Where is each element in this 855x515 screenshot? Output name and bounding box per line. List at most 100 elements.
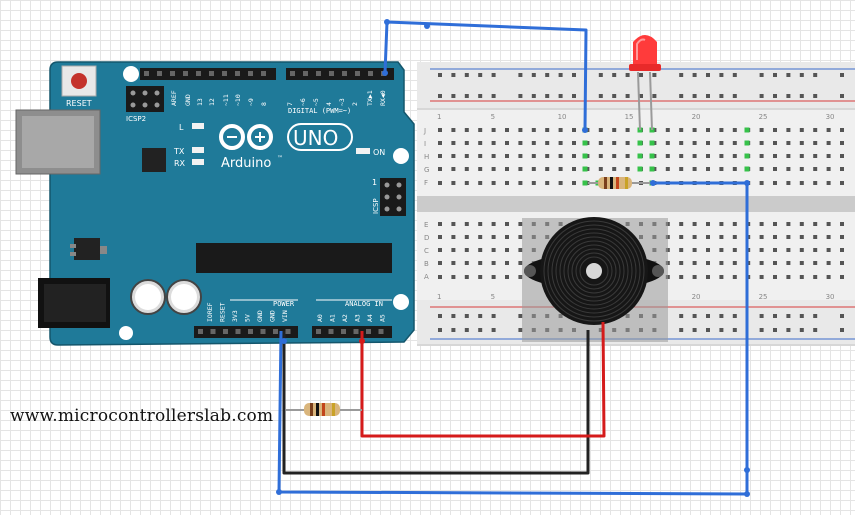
led-tx-label: TX (173, 147, 185, 156)
pin-label: ~6 (299, 98, 307, 106)
column-number: 15 (625, 113, 634, 121)
led-rx (192, 159, 204, 165)
pin-label: 5V (244, 314, 252, 322)
connected-hole (582, 180, 588, 186)
pin-label: 12 (208, 98, 216, 106)
on-label: ON (373, 148, 385, 157)
pin-label: IOREF (206, 302, 214, 322)
power-jack (38, 278, 110, 328)
uno-label: UNO (293, 126, 338, 150)
pin-label: 3V3 (231, 310, 239, 322)
connected-hole (744, 140, 750, 146)
icsp-header (380, 178, 406, 216)
power-label: POWER (273, 300, 295, 308)
connected-hole (649, 140, 655, 146)
analog-label: ANALOG IN (345, 300, 383, 308)
pin-label: 7 (286, 102, 294, 106)
usb-chip (142, 148, 166, 172)
column-number: 30 (826, 293, 835, 301)
pin-label: ~3 (338, 98, 346, 106)
row-label: E (424, 221, 428, 229)
trademark-label: ™ (277, 155, 283, 162)
connected-hole (582, 153, 588, 159)
red-led (629, 35, 661, 131)
wire-digital-blue (383, 20, 588, 131)
pin-label: A1 (329, 314, 337, 322)
brand-label: Arduino (221, 156, 271, 171)
row-label: C (424, 247, 429, 255)
column-number: 25 (759, 113, 768, 121)
led-l-label: L (179, 123, 184, 132)
row-label: H (424, 153, 429, 161)
reset-label: RESET (66, 99, 92, 108)
column-number: 5 (491, 113, 495, 121)
pin-label: A3 (354, 314, 362, 322)
row-label: I (424, 140, 426, 148)
led-on (356, 148, 370, 154)
icsp2-label: ICSP2 (126, 115, 146, 123)
row-label: F (424, 179, 428, 187)
connected-hole (637, 166, 643, 172)
row-label: A (424, 273, 429, 281)
pin-label: ~9 (247, 98, 255, 106)
pin-label: AREF (170, 90, 178, 106)
pin-label: 13 (196, 98, 204, 106)
pin-label: GND (256, 310, 264, 322)
analog-header (312, 326, 392, 338)
connected-hole (744, 166, 750, 172)
pin-label: GND (269, 310, 277, 322)
column-number: 1 (437, 113, 441, 121)
digital-label: DIGITAL (PWM=~) (288, 107, 351, 115)
icsp2-header (126, 86, 164, 112)
row-label: G (424, 166, 429, 174)
row-label: J (423, 127, 426, 135)
icsp-one-label: 1 (372, 178, 377, 187)
column-number: 30 (826, 113, 835, 121)
pin-label: RX◀0 (379, 90, 387, 106)
digital-header (140, 68, 394, 80)
pin-label: A5 (379, 314, 387, 322)
pin-label: A4 (366, 314, 374, 322)
column-number: 10 (558, 113, 567, 121)
connected-hole (637, 153, 643, 159)
uno-badge (287, 123, 353, 151)
pin-label: 8 (260, 102, 268, 106)
resistor-loose (304, 403, 340, 416)
connected-hole (649, 153, 655, 159)
connected-hole (637, 140, 643, 146)
row-label: D (424, 234, 429, 242)
pin-label: ~5 (312, 98, 320, 106)
led-tx (192, 147, 204, 153)
pin-label: ~11 (222, 94, 230, 106)
wire-analog-red (360, 321, 606, 438)
column-number: 1 (437, 293, 441, 301)
column-number: 25 (759, 293, 768, 301)
arduino-logo (219, 124, 273, 150)
breadboard-holes (438, 73, 844, 332)
wire-gnd-black (282, 330, 590, 475)
watermark-text: www.microcontrollerslab.com (10, 406, 274, 426)
led-l (192, 123, 204, 129)
pin-label: A0 (316, 314, 324, 322)
column-number: 20 (692, 293, 701, 301)
connected-hole (582, 140, 588, 146)
pin-label: TX▶1 (366, 90, 374, 106)
pin-label: A2 (341, 314, 349, 322)
row-label: B (424, 260, 429, 268)
voltage-regulator (74, 238, 100, 260)
reset-button[interactable] (61, 65, 97, 97)
pin-label: ~10 (234, 94, 242, 106)
power-header (194, 326, 298, 338)
resistor-breadboard (588, 177, 652, 189)
icsp-label: ICSP (372, 198, 380, 214)
pin-label: 4 (325, 102, 333, 106)
pin-label: RESET (219, 302, 227, 322)
capacitors (130, 279, 202, 315)
piezo-buzzer (524, 217, 664, 325)
connected-hole (649, 166, 655, 172)
connected-hole (744, 127, 750, 133)
pin-label: 2 (351, 102, 359, 106)
